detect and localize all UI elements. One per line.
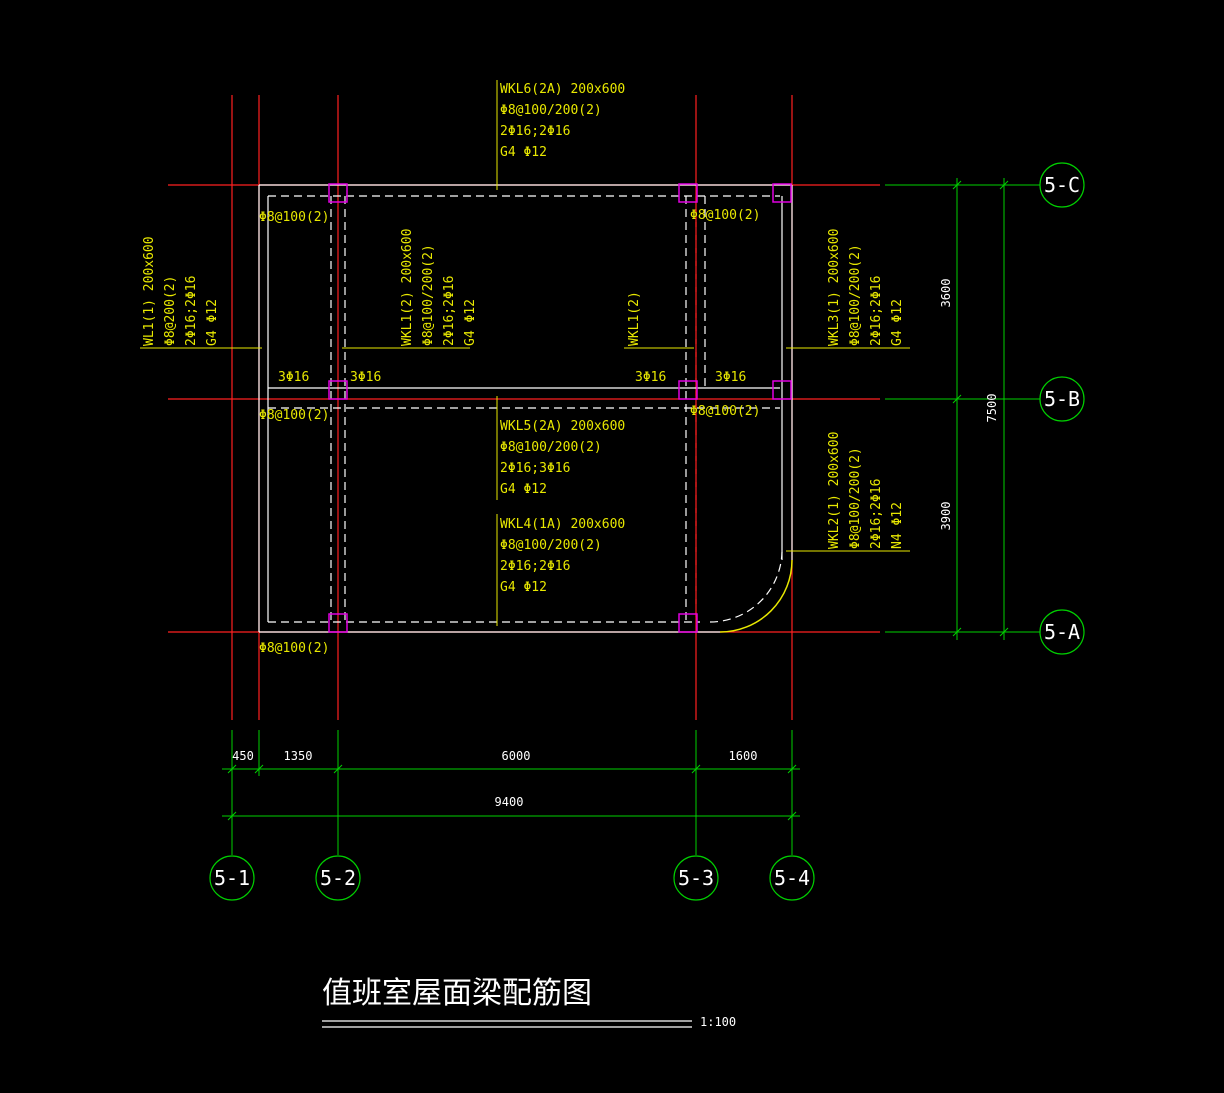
beam-label-wl1: WL1(1) 200x600 Φ8@200(2) 2Φ16;2Φ16 G4 Φ1… <box>142 236 220 346</box>
svg-text:2Φ16;3Φ16: 2Φ16;3Φ16 <box>500 461 570 476</box>
svg-text:G4 Φ12: G4 Φ12 <box>500 580 547 595</box>
dim-6000: 6000 <box>502 749 531 763</box>
svg-text:Φ8@100/200(2): Φ8@100/200(2) <box>848 244 863 346</box>
axis-label-5-C: 5-C <box>1044 173 1080 197</box>
svg-text:2Φ16;2Φ16: 2Φ16;2Φ16 <box>869 479 884 549</box>
top-bar-note-1: 3Φ16 <box>278 370 309 385</box>
svg-text:2Φ16;2Φ16: 2Φ16;2Φ16 <box>500 559 570 574</box>
stirrup-note-ml: Φ8@100(2) <box>259 408 329 423</box>
svg-text:2Φ16;2Φ16: 2Φ16;2Φ16 <box>442 276 457 346</box>
beam-label-wkl3: WKL3(1) 200x600 Φ8@100/200(2) 2Φ16;2Φ16 … <box>827 229 905 346</box>
svg-text:G4 Φ12: G4 Φ12 <box>205 299 220 346</box>
svg-text:N4 Φ12: N4 Φ12 <box>890 502 905 549</box>
columns <box>328 183 792 633</box>
beam-label-wkl2: WKL2(1) 200x600 Φ8@100/200(2) 2Φ16;2Φ16 … <box>827 432 905 549</box>
svg-text:Φ8@200(2): Φ8@200(2) <box>163 276 178 346</box>
axis-bubble-5-3 <box>673 855 719 901</box>
column-5-3-A <box>678 613 698 633</box>
stirrup-note-tr: Φ8@100(2) <box>690 208 760 223</box>
svg-text:G4 Φ12: G4 Φ12 <box>890 299 905 346</box>
top-bar-note-3: 3Φ16 <box>635 370 666 385</box>
dim-3900: 3900 <box>939 502 953 531</box>
dim-1600: 1600 <box>729 749 758 763</box>
axis-label-5-2: 5-2 <box>320 866 356 890</box>
curved-beam-corner <box>719 559 793 633</box>
beam-label-wkl5: WKL5(2A) 200x600 Φ8@100/200(2) 2Φ16;3Φ16… <box>500 419 625 497</box>
axis-label-5-4: 5-4 <box>774 866 810 890</box>
top-bar-note-4: 3Φ16 <box>715 370 746 385</box>
svg-text:WKL4(1A) 200x600: WKL4(1A) 200x600 <box>500 517 625 532</box>
stirrup-note-bl: Φ8@100(2) <box>259 641 329 656</box>
axis-label-5-3: 5-3 <box>678 866 714 890</box>
dimension-lines <box>222 178 1040 855</box>
svg-text:G4 Φ12: G4 Φ12 <box>500 145 547 160</box>
axis-bubble-5-4 <box>769 855 815 901</box>
axis-label-5-A: 5-A <box>1044 620 1080 644</box>
axis-label-5-B: 5-B <box>1044 387 1080 411</box>
axis-bubble-5-1 <box>209 855 255 901</box>
beam-label-wkl1: WKL1(2) 200x600 Φ8@100/200(2) 2Φ16;2Φ16 … <box>400 229 478 346</box>
column-5-4-B <box>772 380 792 400</box>
axis-bubble-5-A <box>1039 609 1085 655</box>
svg-text:WKL1(2) 200x600: WKL1(2) 200x600 <box>400 229 415 346</box>
column-5-4-C <box>772 183 792 203</box>
axis-bubbles <box>209 162 1085 901</box>
svg-text:Φ8@100/200(2): Φ8@100/200(2) <box>500 440 602 455</box>
curved-beam-inner <box>709 551 783 623</box>
svg-text:G4 Φ12: G4 Φ12 <box>463 299 478 346</box>
svg-text:Φ8@100/200(2): Φ8@100/200(2) <box>848 447 863 549</box>
dim-3600: 3600 <box>939 279 953 308</box>
drawing-scale: 1:100 <box>700 1015 736 1029</box>
beam-label-wkl6: WKL6(2A) 200x600 Φ8@100/200(2) 2Φ16;2Φ16… <box>500 82 625 160</box>
axis-bubble-5-B <box>1039 376 1085 422</box>
beam-label-wkl1-ref: WKL1(2) <box>627 291 642 346</box>
top-bar-note-2: 3Φ16 <box>350 370 381 385</box>
svg-text:WKL5(2A) 200x600: WKL5(2A) 200x600 <box>500 419 625 434</box>
svg-text:G4 Φ12: G4 Φ12 <box>500 482 547 497</box>
axis-bubble-5-C <box>1039 162 1085 208</box>
svg-text:WKL3(1) 200x600: WKL3(1) 200x600 <box>827 229 842 346</box>
column-5-3-C <box>678 183 698 203</box>
axis-bubble-5-2 <box>315 855 361 901</box>
column-5-3-B <box>678 380 698 400</box>
column-5-2-B <box>328 380 348 400</box>
stirrup-note-tl: Φ8@100(2) <box>259 210 329 225</box>
drawing-title: 值班室屋面梁配筋图 <box>322 976 592 1011</box>
svg-text:Φ8@100/200(2): Φ8@100/200(2) <box>421 244 436 346</box>
axis-label-5-1: 5-1 <box>214 866 250 890</box>
stirrup-note-mr: Φ8@100(2) <box>690 404 760 419</box>
dim-total-7500: 7500 <box>985 394 999 423</box>
column-5-2-A <box>328 613 348 633</box>
svg-text:2Φ16;2Φ16: 2Φ16;2Φ16 <box>869 276 884 346</box>
dim-total-9400: 9400 <box>495 795 524 809</box>
beam-label-wkl4: WKL4(1A) 200x600 Φ8@100/200(2) 2Φ16;2Φ16… <box>500 517 625 595</box>
svg-text:WL1(1) 200x600: WL1(1) 200x600 <box>142 236 157 346</box>
dim-1350: 1350 <box>284 749 313 763</box>
beams-outline <box>258 184 793 633</box>
column-5-2-C <box>328 183 348 203</box>
leader-lines <box>140 80 910 626</box>
svg-text:2Φ16;2Φ16: 2Φ16;2Φ16 <box>500 124 570 139</box>
svg-text:Φ8@100/200(2): Φ8@100/200(2) <box>500 103 602 118</box>
svg-text:WKL6(2A) 200x600: WKL6(2A) 200x600 <box>500 82 625 97</box>
svg-text:WKL2(1) 200x600: WKL2(1) 200x600 <box>827 432 842 549</box>
dim-450: 450 <box>232 749 254 763</box>
svg-text:Φ8@100/200(2): Φ8@100/200(2) <box>500 538 602 553</box>
svg-text:2Φ16;2Φ16: 2Φ16;2Φ16 <box>184 276 199 346</box>
